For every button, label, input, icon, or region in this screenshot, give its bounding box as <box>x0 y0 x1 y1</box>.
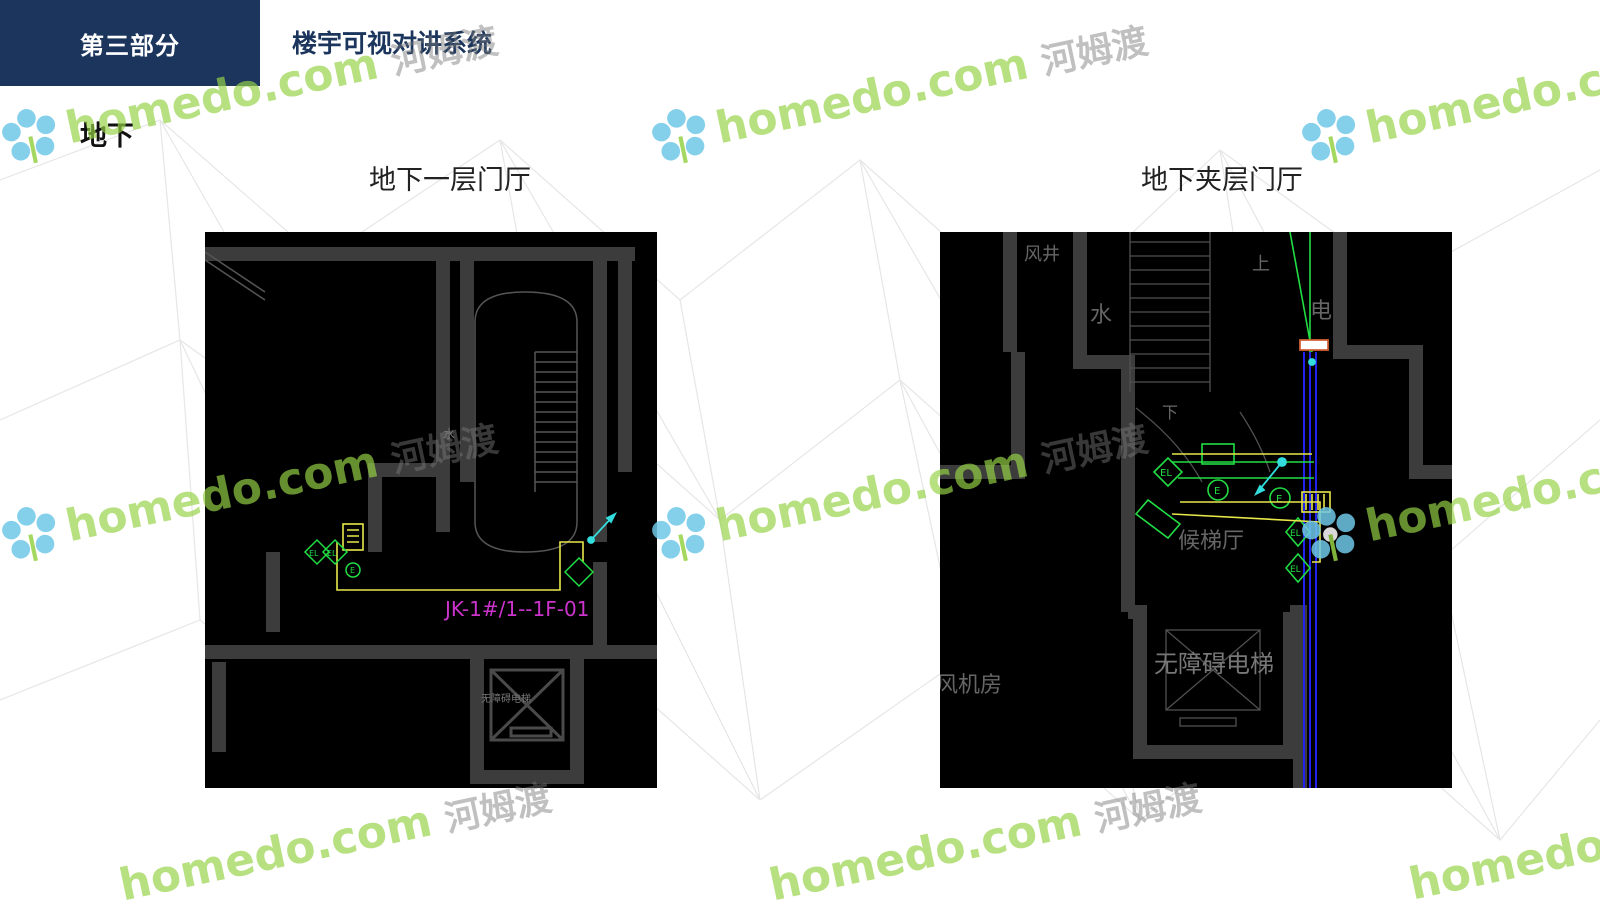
cad-label-fan-room: 风机房 <box>940 673 1002 698</box>
cad-label-elevator: 无障碍电梯 <box>1154 650 1274 678</box>
cad-label-down: 下 <box>1162 403 1178 422</box>
cad-label-water: 水 <box>1090 303 1112 328</box>
cad-symbol-el-1: EL <box>1160 468 1172 479</box>
cad-symbol-e: E <box>350 566 355 575</box>
sub-heading: 地下 <box>80 121 134 152</box>
cad-label-elevator: 无障碍电梯 <box>481 692 531 705</box>
page-title: 楼宇可视对讲系统 <box>292 29 493 58</box>
cad-symbol-el-2: EL <box>1290 529 1301 539</box>
cad-drawing-tag: JK-1#/1--1F-01 <box>443 597 589 621</box>
panel-caption-left: 地下一层门厅 <box>369 165 531 196</box>
cad-symbol-el-2: EL <box>327 549 337 558</box>
cad-symbol-el-3: EL <box>1290 565 1301 575</box>
cad-label-air-shaft: 风井 <box>1024 244 1060 265</box>
section-label: 第三部分 <box>80 31 180 60</box>
cad-label-waiting-hall: 候梯厅 <box>1178 529 1244 554</box>
cad-symbol-e-2: E <box>1276 494 1282 505</box>
cad-drawing-mezzanine-lobby: 风井 水 上 电 下 候梯厅 无障碍电梯 风机房 EL E E EL EL <box>940 232 1452 788</box>
cad-label-electric: 电 <box>1310 299 1332 324</box>
section-tab: 第三部分 <box>0 0 260 86</box>
cad-symbol-el-1: EL <box>309 549 319 558</box>
cad-label-up: 上 <box>1252 254 1270 275</box>
panel-caption-right: 地下夹层门厅 <box>1141 165 1303 196</box>
cad-label-water: 水 <box>443 427 455 441</box>
cad-symbol-e-1: E <box>1214 486 1220 497</box>
cad-drawing-b1-lobby: 水 无障碍电梯 EL EL E JK-1#/1--1F-01 <box>205 232 657 788</box>
